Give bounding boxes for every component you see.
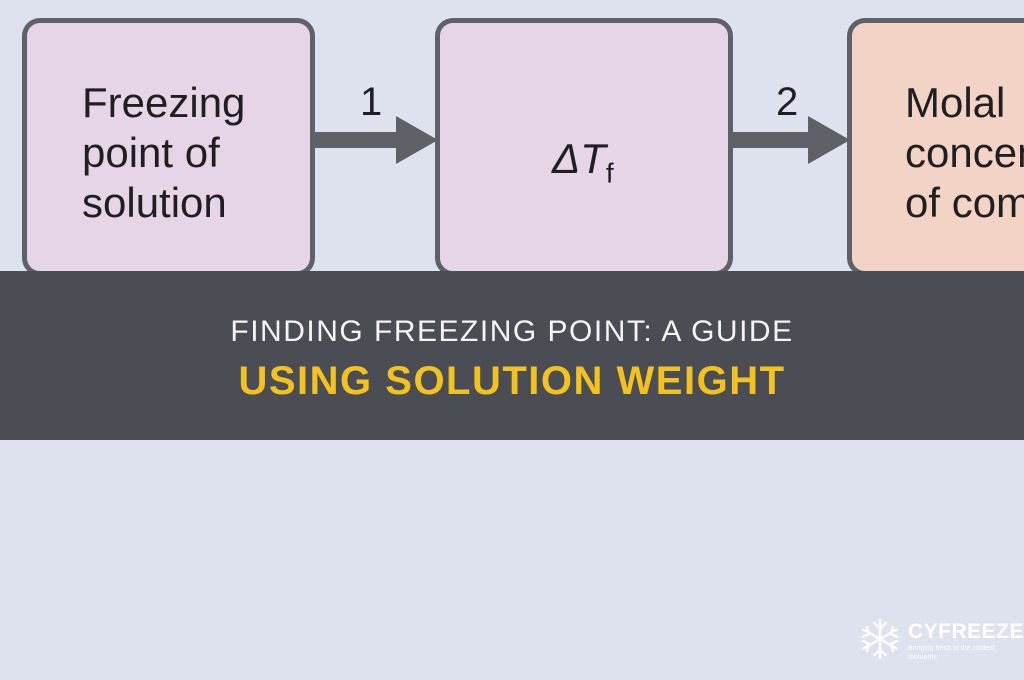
- logo-name: CYFREEZE: [908, 620, 1024, 643]
- delta-tf-box: ΔTf: [435, 18, 733, 276]
- flow-diagram: Freezing point of solution 1 ΔTf 2 Molal…: [0, 0, 1024, 300]
- cyfreeze-logo: CYFREEZE Bringing fresh to the coldest m…: [858, 615, 1024, 663]
- arrow-right-icon: [310, 116, 438, 164]
- molal-concentration-label: Molal concen of com: [905, 79, 1024, 226]
- page-title-line-2: Using Solution Weight: [238, 359, 786, 403]
- step-2-label: 2: [776, 80, 799, 124]
- logo-tagline: Bringing fresh to the coldest moments: [908, 645, 995, 661]
- freezing-point-box: Freezing point of solution: [22, 18, 315, 276]
- snowflake-icon: [861, 618, 899, 660]
- delta-tf-symbol: ΔTf: [552, 135, 614, 189]
- page-title-line-1: Finding Freezing Point: A Guide: [230, 315, 794, 348]
- arrow-right-icon: [728, 116, 850, 164]
- molal-concentration-box: Molal concen of com: [847, 18, 1024, 276]
- title-banner: Finding Freezing Point: A Guide Using So…: [0, 271, 1024, 440]
- step-1-label: 1: [360, 80, 383, 124]
- freezing-point-label: Freezing point of solution: [82, 79, 246, 226]
